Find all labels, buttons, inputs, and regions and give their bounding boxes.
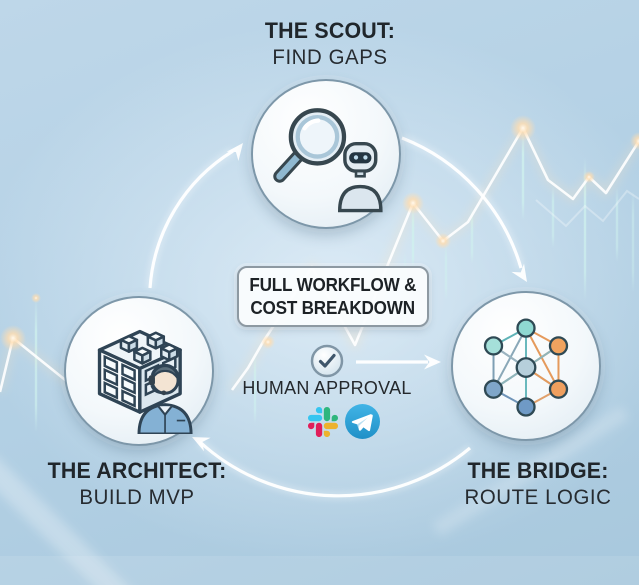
scout-label: THE SCOUT: FIND GAPS bbox=[265, 17, 395, 70]
light-streaks bbox=[0, 405, 639, 585]
architect-node bbox=[64, 296, 214, 446]
telegram-icon bbox=[345, 404, 380, 439]
architect-subtitle: BUILD MVP bbox=[79, 485, 195, 509]
workflow-cost-box: FULL WORKFLOW & COST BREAKDOWN bbox=[237, 266, 429, 327]
scout-subtitle: FIND GAPS bbox=[272, 45, 388, 69]
arrow-architect-to-scout bbox=[145, 143, 243, 289]
bridge-subtitle: ROUTE LOGIC bbox=[464, 485, 612, 509]
approval-check-icon bbox=[310, 344, 344, 378]
platform-icons bbox=[308, 404, 380, 439]
arrow-approval-to-bridge bbox=[356, 354, 441, 370]
arrow-bridge-to-architect bbox=[192, 437, 473, 501]
workflow-cost-line1: FULL WORKFLOW & bbox=[249, 274, 417, 295]
chart-glow-points bbox=[0, 115, 639, 351]
scout-node bbox=[251, 79, 401, 229]
arrow-scout-to-bridge bbox=[400, 133, 527, 282]
scout-title: THE SCOUT: bbox=[264, 18, 396, 43]
bridge-title: THE BRIDGE: bbox=[467, 458, 609, 483]
magnifying-glass-robot-icon bbox=[273, 108, 383, 213]
human-approval-label: HUMAN APPROVAL bbox=[242, 377, 412, 398]
workflow-cost-line2: COST BREAKDOWN bbox=[250, 297, 416, 318]
architect-label: THE ARCHITECT: BUILD MVP bbox=[48, 457, 227, 510]
bridge-label: THE BRIDGE: ROUTE LOGIC bbox=[465, 457, 612, 510]
slack-icon bbox=[308, 406, 338, 437]
bridge-node bbox=[451, 291, 601, 441]
network-graph-icon bbox=[483, 318, 569, 417]
building-blocks-support-person-icon bbox=[76, 308, 202, 434]
architect-title: THE ARCHITECT: bbox=[47, 458, 227, 483]
